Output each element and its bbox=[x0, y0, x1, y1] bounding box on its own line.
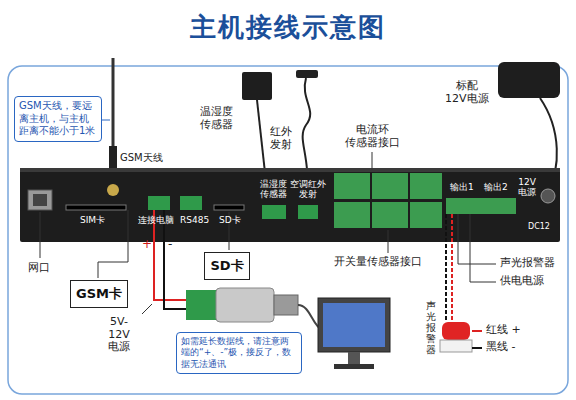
device-label: 声光报警器 bbox=[500, 257, 555, 270]
panel-label: 温湿度 传感器 bbox=[260, 179, 287, 200]
box-text: GSM卡 bbox=[76, 285, 122, 303]
port-label: 电流环 传感器接口 bbox=[345, 124, 400, 149]
panel-label: 空调红外 发射 bbox=[290, 179, 326, 200]
panel-label: 输出1 bbox=[450, 182, 474, 192]
device-label: 声光报警器 bbox=[426, 300, 436, 355]
polarity-mark: + bbox=[142, 238, 152, 252]
panel-label: 连接电脑 bbox=[138, 215, 174, 225]
page-title: 主机接线示意图 bbox=[0, 10, 576, 45]
port-label: 开关量传感器接口 bbox=[334, 256, 422, 269]
wire-label: 黑线 - bbox=[486, 341, 515, 354]
panel-label: RS485 bbox=[180, 215, 209, 225]
sensor-label: 温湿度 传感器 bbox=[200, 106, 233, 131]
extension-note: 如需延长数据线，请注意两端的“+、-”极，接反了，数据无法通讯 bbox=[176, 332, 302, 374]
polarity-mark: - bbox=[168, 238, 172, 252]
box-text: GSM天线，要远离主机，与主机距离不能小于1米 bbox=[19, 100, 97, 138]
ir-label: 红外 发射 bbox=[270, 126, 292, 151]
sim-card-box: GSM卡 bbox=[70, 280, 128, 308]
panel-label: 输出2 bbox=[484, 182, 508, 192]
panel-label: SIM卡 bbox=[80, 215, 105, 225]
antenna-label: GSM天线 bbox=[120, 152, 163, 164]
box-text: SD卡 bbox=[210, 257, 244, 275]
power-label: 标配 12V电源 bbox=[445, 80, 489, 105]
panel-label: 12V 电源 bbox=[518, 177, 536, 198]
panel-label: SD卡 bbox=[219, 215, 241, 225]
device-label: 供电电源 bbox=[500, 275, 544, 288]
port-label: 网口 bbox=[28, 262, 50, 275]
panel-label: DC12 bbox=[528, 222, 550, 231]
box-text: 如需延长数据线，请注意两端的“+、-”极，接反了，数据无法通讯 bbox=[181, 336, 297, 370]
gsm-note: GSM天线，要远离主机，与主机距离不能小于1米 bbox=[14, 96, 102, 142]
sd-card-box: SD卡 bbox=[204, 252, 250, 280]
wire-label: 红线 + bbox=[486, 324, 521, 337]
power-label: 5V-12V 电源 bbox=[108, 316, 130, 354]
